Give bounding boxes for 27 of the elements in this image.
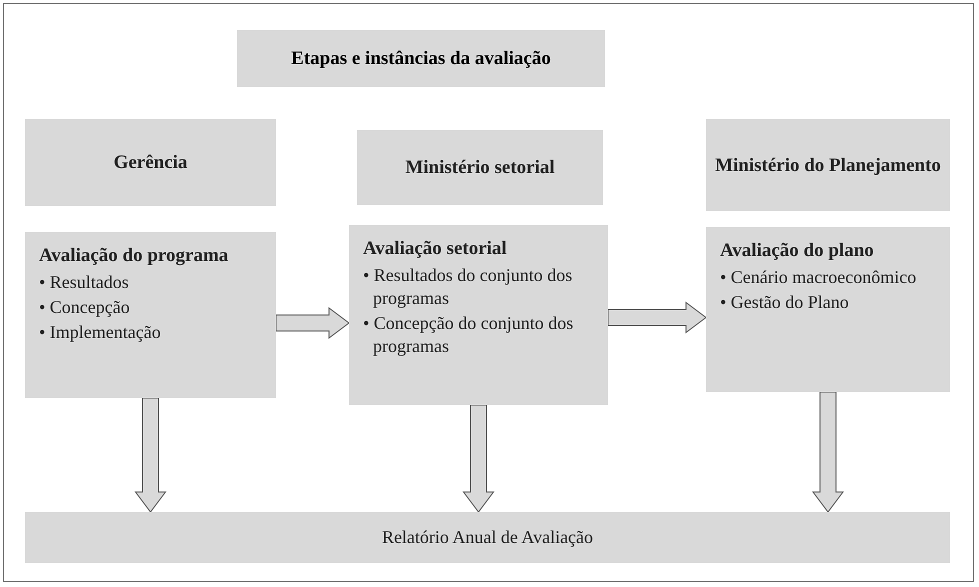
block-arrow: [134, 398, 166, 513]
header-box: [25, 119, 276, 206]
box-label: Ministério setorial: [405, 156, 555, 179]
block-arrow: [812, 392, 844, 513]
bullet-item: • Concepção do conjunto dos programas: [363, 312, 574, 358]
box-label: Relatório Anual de Avaliação: [382, 526, 594, 549]
stage-box: [349, 225, 608, 405]
bullet-item: • Cenário macroeconômico: [720, 266, 918, 289]
bullet-item: • Resultados do conjunto dos programas: [363, 264, 574, 310]
block-arrow: [276, 307, 350, 339]
block-arrow: [608, 302, 707, 334]
bullet-item: • Concepção: [39, 296, 131, 319]
bullet-item: • Resultados: [39, 271, 130, 294]
header-box: [357, 130, 603, 205]
stage-box: [706, 227, 950, 392]
stage-heading: Avaliação do programa: [39, 244, 230, 267]
bullet-item: • Gestão do Plano: [720, 291, 850, 314]
stage-heading: Avaliação do plano: [720, 239, 875, 262]
stage-heading: Avaliação setorial: [363, 237, 508, 260]
stage-box: [25, 232, 276, 398]
bullet-item: • Implementação: [39, 321, 162, 344]
box-label: Gerência: [114, 151, 188, 174]
diagram-title: Etapas e instâncias da avaliação: [237, 30, 605, 87]
block-arrow: [462, 404, 494, 513]
header-box: [706, 119, 950, 211]
report-box: [25, 512, 950, 563]
box-label: Ministério do Planejamento: [715, 154, 941, 176]
